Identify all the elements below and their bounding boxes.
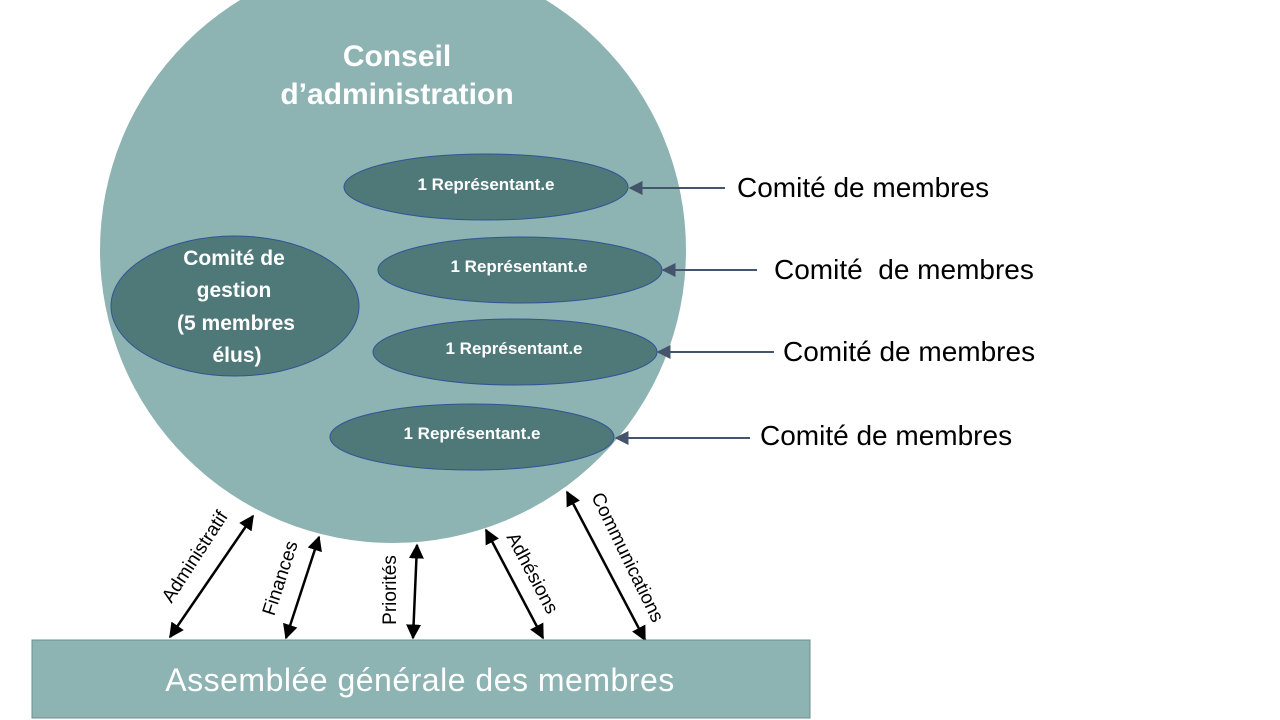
- flow-arrow-administratif: [168, 514, 255, 639]
- representative-label-2: 1 Représentant.e: [451, 257, 588, 276]
- member-committee-label-4: Comité de membres: [760, 420, 1012, 451]
- flow-arrow-priorites: [406, 543, 424, 640]
- representative-label-1: 1 Représentant.e: [418, 175, 555, 194]
- management-committee-line3: (5 membres: [177, 312, 295, 335]
- flow-arrow-communications: [565, 490, 647, 642]
- board-title-line2: d’administration: [280, 78, 513, 111]
- management-committee-line2: gestion: [197, 279, 272, 302]
- general-assembly-label: Assemblée générale des membres: [165, 662, 674, 698]
- management-committee-ellipse: [110, 235, 360, 377]
- flow-arrow-adhesions: [484, 528, 545, 640]
- flow-label-priorites: Priorités: [380, 555, 401, 625]
- management-committee-line4: élus): [212, 344, 261, 367]
- management-committee-line1: Comité de: [183, 247, 285, 270]
- member-committee-label-2: Comité de membres: [774, 254, 1034, 285]
- flow-label-adhesions: Adhésions: [502, 529, 562, 617]
- member-committee-label-3: Comité de membres: [783, 336, 1035, 367]
- flow-arrow-finances: [283, 535, 322, 640]
- representative-ellipse-1: [343, 153, 629, 221]
- representative-label-4: 1 Représentant.e: [404, 424, 541, 443]
- flow-label-administratif: Administratif: [158, 507, 233, 607]
- representative-ellipse-4: [329, 403, 615, 471]
- general-assembly-box: [31, 639, 811, 719]
- representative-label-3: 1 Représentant.e: [446, 339, 583, 358]
- board-title-line1: Conseil: [343, 40, 451, 73]
- member-committee-label-1: Comité de membres: [737, 172, 989, 203]
